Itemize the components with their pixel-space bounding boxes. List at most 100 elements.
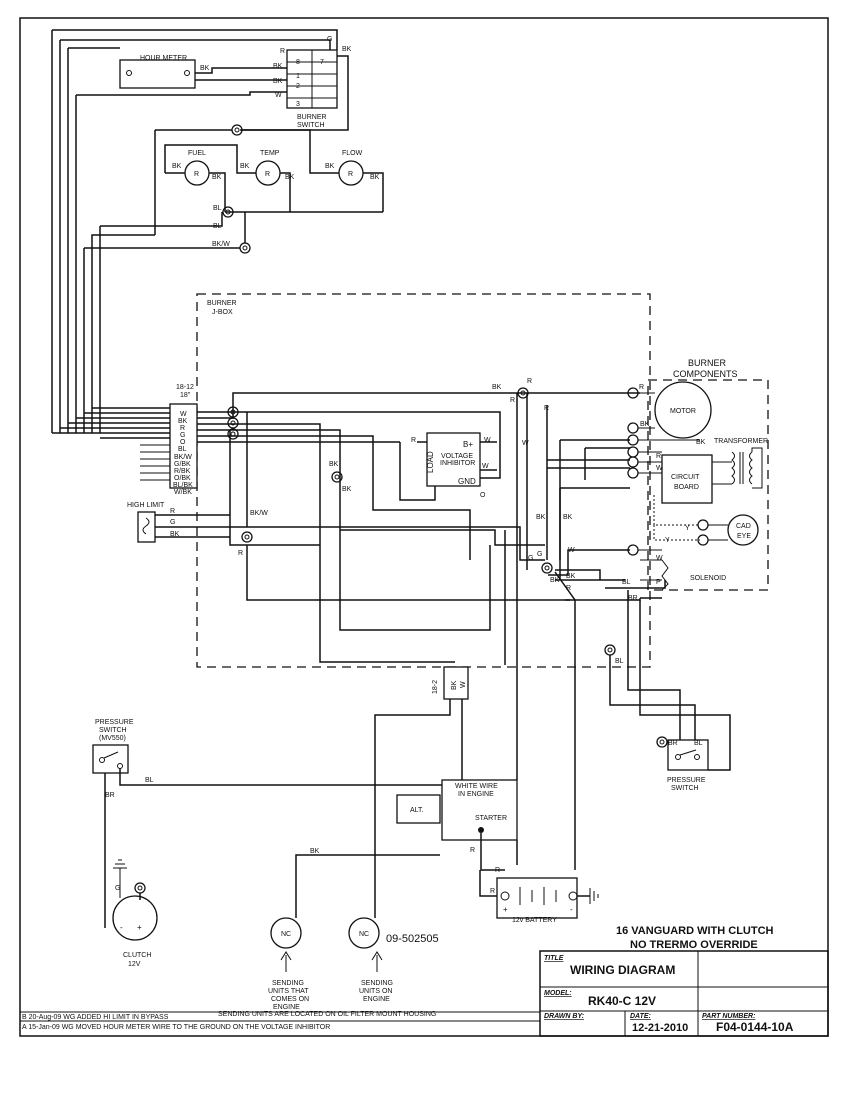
transformer: TRANSFORMER <box>712 438 768 489</box>
svg-text:R: R <box>490 888 495 895</box>
cad-eye: CAD EYE Y Y <box>653 495 759 546</box>
svg-text:BK: BK <box>451 680 458 690</box>
svg-text:18-12: 18-12 <box>176 384 194 391</box>
jbox-wire-labels: BK R R R W BK BK R BK/W R G BK BK BK G G… <box>170 378 576 592</box>
circuit-board: CIRCUIT BOARD <box>661 454 713 504</box>
svg-text:W: W <box>180 411 187 418</box>
svg-text:G: G <box>528 555 533 562</box>
svg-text:BK: BK <box>240 163 250 170</box>
svg-text:BL/BK: BL/BK <box>173 482 193 489</box>
top-wiring: BL BL BK/W <box>51 29 384 433</box>
svg-text:SWITCH: SWITCH <box>671 785 699 792</box>
svg-text:BK: BK <box>310 848 320 855</box>
svg-text:BK: BK <box>200 65 210 72</box>
svg-text:COMPONENTS: COMPONENTS <box>673 369 738 379</box>
svg-text:PRESSURE: PRESSURE <box>667 777 706 784</box>
svg-text:18-2: 18-2 <box>432 680 439 694</box>
svg-text:ALT.: ALT. <box>410 807 424 814</box>
title-block: TITLE WIRING DIAGRAM MODEL: RK40-C 12V D… <box>539 950 829 1037</box>
svg-text:W: W <box>484 437 491 444</box>
svg-text:W/BK: W/BK <box>174 489 192 496</box>
svg-text:BL: BL <box>622 579 631 586</box>
svg-text:ENGINE: ENGINE <box>363 996 390 1003</box>
svg-text:(MV550): (MV550) <box>99 735 126 742</box>
svg-text:BK: BK <box>170 531 180 538</box>
svg-text:18": 18" <box>180 392 191 399</box>
svg-text:BK: BK <box>329 461 339 468</box>
svg-text:12-21-2010: 12-21-2010 <box>632 1022 688 1034</box>
svg-text:NC: NC <box>281 931 291 938</box>
svg-text:BR: BR <box>668 740 678 747</box>
header-note-2: NO TRERMO OVERRIDE <box>630 939 758 951</box>
pressure-switch-right: PRESSURE SWITCH BR BL BL <box>604 590 731 792</box>
voltage-inhibitor: VOLTAGE INHIBITOR LOAD B+ GND R W W O <box>411 432 491 499</box>
svg-text:BK: BK <box>563 514 573 521</box>
svg-text:SOLENOID: SOLENOID <box>690 575 726 582</box>
svg-text:BK: BK <box>342 486 352 493</box>
svg-text:TRANSFORMER: TRANSFORMER <box>714 438 768 445</box>
svg-text:MOTOR: MOTOR <box>670 408 696 415</box>
svg-text:R/BK: R/BK <box>174 468 191 475</box>
gauge-fuel: R FUEL BK BK <box>172 150 222 186</box>
sending-unit-1: NC BK SENDING UNITS THAT COMES ON ENGINE <box>268 848 440 1011</box>
svg-text:R: R <box>470 847 475 854</box>
svg-text:R: R <box>411 437 416 444</box>
svg-text:W: W <box>522 440 529 447</box>
svg-text:G: G <box>537 551 542 558</box>
engine-box: WHITE WIRE IN ENGINE ALT. STARTER R <box>396 560 518 871</box>
connector-18-12: 18-12 18" W BK R G O BL BK/W G/BK R/BK O… <box>169 384 198 496</box>
svg-text:-: - <box>120 923 123 932</box>
svg-text:SENDING: SENDING <box>272 980 304 987</box>
svg-text:G/BK: G/BK <box>174 461 191 468</box>
page-border <box>19 17 829 1037</box>
sending-unit-2: NC 09-502505 SENDING UNITS ON ENGINE <box>348 870 439 1003</box>
svg-text:P: P <box>656 579 661 586</box>
svg-text:INHIBITOR: INHIBITOR <box>440 460 475 467</box>
svg-text:+: + <box>503 905 508 914</box>
svg-text:G: G <box>170 519 175 526</box>
svg-text:G: G <box>180 432 185 439</box>
svg-text:FLOW: FLOW <box>342 150 363 157</box>
svg-text:1: 1 <box>296 73 300 80</box>
hour-meter: HOUR METER BK <box>119 55 210 89</box>
svg-text:MODEL:: MODEL: <box>544 990 572 997</box>
svg-text:NC: NC <box>359 931 369 938</box>
svg-text:2: 2 <box>296 83 300 90</box>
svg-text:12v BATTERY: 12v BATTERY <box>512 917 557 924</box>
revision-list: B 20-Aug-09 WG ADDED HI LIMIT IN BYPASS … <box>20 1011 540 1031</box>
svg-text:BK: BK <box>492 384 502 391</box>
svg-text:SWITCH: SWITCH <box>297 122 325 129</box>
svg-text:W: W <box>568 547 575 554</box>
svg-text:PART NUMBER:: PART NUMBER: <box>702 1013 755 1020</box>
svg-text:BL: BL <box>213 223 222 230</box>
svg-text:3: 3 <box>296 101 300 108</box>
svg-text:R: R <box>238 550 243 557</box>
svg-text:O/BK: O/BK <box>174 475 191 482</box>
svg-text:WIRING DIAGRAM: WIRING DIAGRAM <box>570 963 675 977</box>
svg-text:ENGINE: ENGINE <box>273 1004 300 1011</box>
svg-text:STARTER: STARTER <box>475 815 507 822</box>
high-limit: HIGH LIMIT <box>127 502 165 543</box>
svg-text:R: R <box>280 48 285 55</box>
svg-text:BL: BL <box>615 658 624 665</box>
svg-text:R: R <box>510 397 515 404</box>
svg-text:BK: BK <box>172 163 182 170</box>
svg-text:BL: BL <box>694 740 703 747</box>
svg-text:A 15-Jan-09 WG MOVED HOUR M: A 15-Jan-09 WG MOVED HOUR METER WIRE TO … <box>22 1024 330 1031</box>
burner-components-box <box>647 379 769 591</box>
svg-text:BK: BK <box>273 78 283 85</box>
svg-text:BK: BK <box>640 421 650 428</box>
burner-terminals: R BK BK R W W P BL BR <box>622 384 706 602</box>
svg-text:R: R <box>180 425 185 432</box>
svg-text:CAD: CAD <box>736 523 751 530</box>
svg-text:BK: BK <box>536 514 546 521</box>
svg-text:SWITCH: SWITCH <box>99 727 127 734</box>
svg-text:BR: BR <box>105 792 115 799</box>
svg-text:BURNER: BURNER <box>688 358 727 368</box>
svg-text:LOAD: LOAD <box>426 451 435 473</box>
svg-text:WHITE WIRE: WHITE WIRE <box>455 783 498 790</box>
sending-note: SENDING UNITS ARE LOCATED ON OIL FILTER … <box>218 1011 436 1018</box>
svg-text:VOLTAGE: VOLTAGE <box>441 453 473 460</box>
svg-text:G: G <box>115 885 120 892</box>
svg-text:7: 7 <box>320 59 324 66</box>
